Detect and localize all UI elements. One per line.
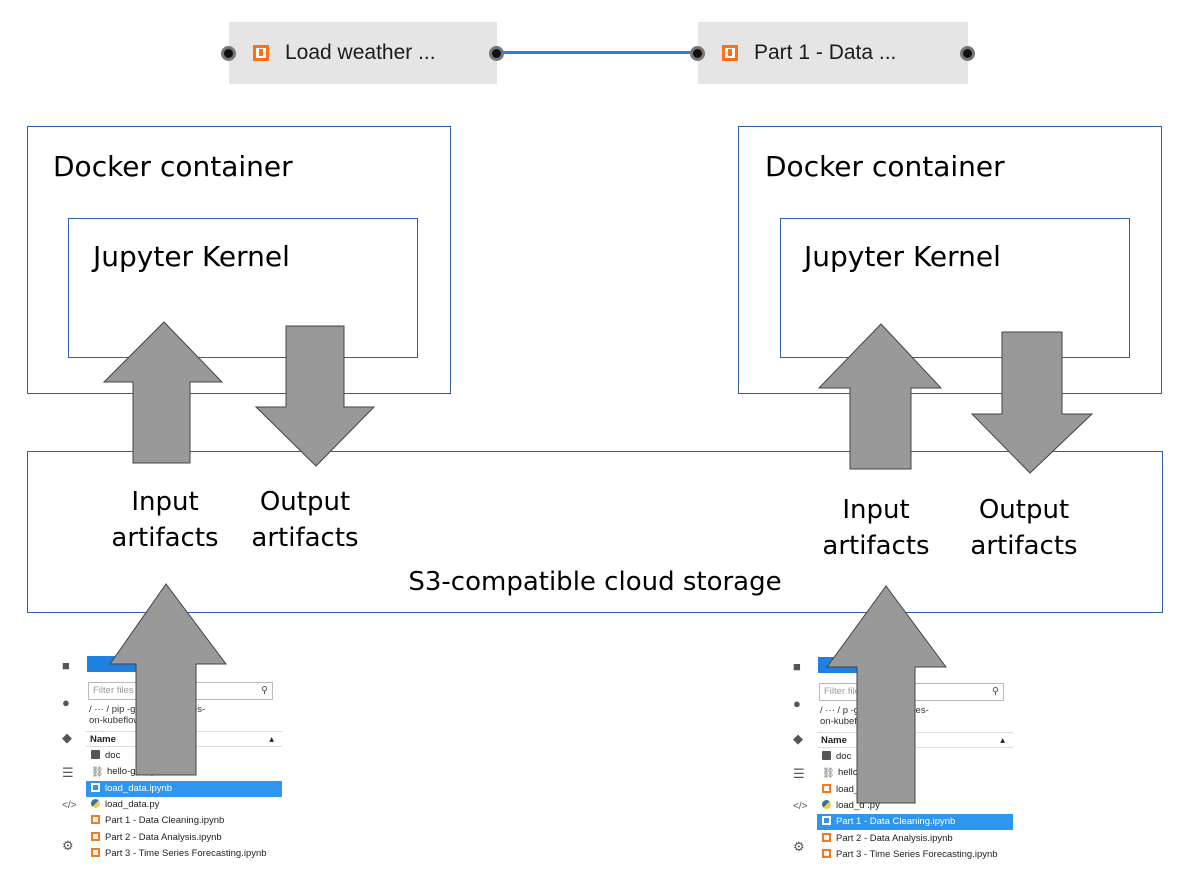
breadcrumb-line2: on-kubeflow-	[89, 715, 144, 726]
notebook-icon	[91, 815, 100, 825]
input-arrow-up	[817, 323, 943, 470]
output-artifacts-line2: artifacts	[970, 531, 1078, 561]
stop-icon[interactable]: ●	[793, 696, 801, 711]
filter-placeholder: Filter files	[93, 685, 134, 696]
input-artifacts-label: Input artifacts	[811, 492, 941, 564]
column-name-label: Name	[821, 735, 847, 746]
file-name: doc	[105, 750, 121, 761]
filter-placeholder: Filter file	[824, 686, 860, 697]
output-artifacts-label: Output artifacts	[240, 484, 370, 556]
folder-icon	[91, 750, 100, 759]
folder-icon[interactable]: ■	[62, 658, 70, 673]
extension-icon[interactable]: ⚙	[793, 839, 805, 854]
file-row[interactable]: Part 1 - Data Cleaning.ipynb	[86, 813, 282, 829]
notebook-icon	[822, 783, 831, 793]
breadcrumb-line2: on-kubeflo	[820, 716, 865, 727]
jupyter-kernel-left	[68, 218, 418, 358]
file-name: load_d .py	[836, 799, 880, 811]
docker-container-right	[738, 126, 1162, 394]
sort-caret-icon: ▴	[1000, 735, 1005, 746]
file-name: load_data.ipynb	[105, 782, 173, 794]
output-arrow-down	[970, 331, 1094, 474]
output-arrow-down	[254, 325, 376, 467]
notebook-icon	[822, 816, 831, 826]
file-name: load_data.py	[105, 798, 160, 810]
extension-icon[interactable]: ⚙	[62, 838, 74, 853]
docker-container-title: Docker container	[53, 150, 293, 183]
input-artifacts-line2: artifacts	[822, 531, 930, 561]
docker-container-title: Docker container	[765, 150, 1005, 183]
file-row[interactable]: load_d	[817, 782, 1013, 798]
input-arrow-up	[102, 321, 224, 464]
input-port[interactable]	[690, 46, 705, 61]
input-artifacts-line1: Input	[842, 495, 910, 525]
jupyter-kernel-title: Jupyter Kernel	[804, 240, 1001, 273]
notebook-icon	[91, 782, 100, 792]
docker-container-left	[27, 126, 451, 394]
file-row[interactable]: Part 3 - Time Series Forecasting.ipynb	[86, 846, 282, 862]
file-row[interactable]: doc	[817, 749, 1013, 765]
notebook-icon	[722, 45, 738, 61]
file-row[interactable]: Part 2 - Data Analysis.ipynb	[86, 830, 282, 846]
upload-arrow-up	[109, 583, 227, 776]
pipeline-node-part1[interactable]: Part 1 - Data ...	[698, 22, 968, 84]
search-icon: ⚲	[992, 686, 999, 697]
jupyter-kernel-title: Jupyter Kernel	[93, 240, 290, 273]
file-row[interactable]: load_data.py	[86, 797, 282, 813]
file-name: load_d	[836, 783, 865, 795]
notebook-icon	[822, 832, 831, 842]
search-icon: ⚲	[261, 685, 268, 696]
output-port[interactable]	[960, 46, 975, 61]
stop-icon[interactable]: ●	[62, 695, 70, 710]
git-icon[interactable]: ◆	[62, 730, 72, 745]
notebook-icon	[253, 45, 269, 61]
pipeline-node-load-weather[interactable]: Load weather ...	[229, 22, 497, 84]
pipeline-icon: ⛓	[91, 767, 104, 779]
python-icon	[91, 798, 100, 808]
file-row[interactable]: doc	[86, 748, 282, 764]
file-name: Part 1 - Data Cleaning.ipynb	[836, 816, 956, 828]
notebook-icon	[822, 848, 831, 858]
output-artifacts-line1: Output	[978, 495, 1070, 525]
pipeline-icon: ⛓	[822, 768, 835, 780]
cloud-storage-box	[27, 451, 1163, 613]
input-artifacts-label: Input artifacts	[100, 484, 230, 556]
input-port[interactable]	[221, 46, 236, 61]
file-name: Part 3 - Time Series Forecasting.ipynb	[105, 847, 267, 859]
python-icon	[822, 799, 831, 809]
list-icon[interactable]: ☰	[793, 766, 805, 781]
file-row[interactable]: Part 1 - Data Cleaning.ipynb	[817, 814, 1013, 831]
input-artifacts-line2: artifacts	[111, 523, 219, 553]
upload-arrow-up	[826, 585, 947, 804]
file-name: Part 2 - Data Analysis.ipynb	[836, 832, 953, 844]
pipeline-link[interactable]	[501, 51, 698, 54]
file-row[interactable]: Part 3 - Time Series Forecasting.ipynb	[817, 847, 1013, 863]
file-row[interactable]: Part 2 - Data Analysis.ipynb	[817, 831, 1013, 847]
output-artifacts-label: Output artifacts	[959, 492, 1089, 564]
output-artifacts-line1: Output	[259, 487, 351, 517]
code-icon[interactable]: </>	[793, 801, 808, 812]
cloud-storage-label: S3-compatible cloud storage	[408, 567, 782, 597]
file-name: Part 3 - Time Series Forecasting.ipynb	[836, 848, 998, 860]
git-icon[interactable]: ◆	[793, 731, 803, 746]
output-artifacts-line2: artifacts	[251, 523, 359, 553]
file-name: Part 2 - Data Analysis.ipynb	[105, 831, 222, 843]
file-name: doc	[836, 751, 852, 762]
column-name-label: Name	[90, 734, 116, 745]
folder-icon[interactable]: ■	[793, 659, 801, 674]
file-row[interactable]: load_d .py	[817, 798, 1013, 814]
sort-caret-icon: ▴	[269, 734, 274, 745]
input-artifacts-line1: Input	[131, 487, 199, 517]
code-icon[interactable]: </>	[62, 800, 77, 811]
folder-icon	[822, 751, 831, 760]
notebook-icon	[91, 831, 100, 841]
pipeline-node-label: Part 1 - Data ...	[754, 41, 897, 64]
pipeline-node-label: Load weather ...	[285, 41, 436, 64]
file-row[interactable]: load_data.ipynb	[86, 780, 282, 797]
list-icon[interactable]: ☰	[62, 765, 74, 780]
file-name: Part 1 - Data Cleaning.ipynb	[105, 815, 225, 827]
jupyter-kernel-right	[780, 218, 1130, 358]
notebook-icon	[91, 847, 100, 857]
